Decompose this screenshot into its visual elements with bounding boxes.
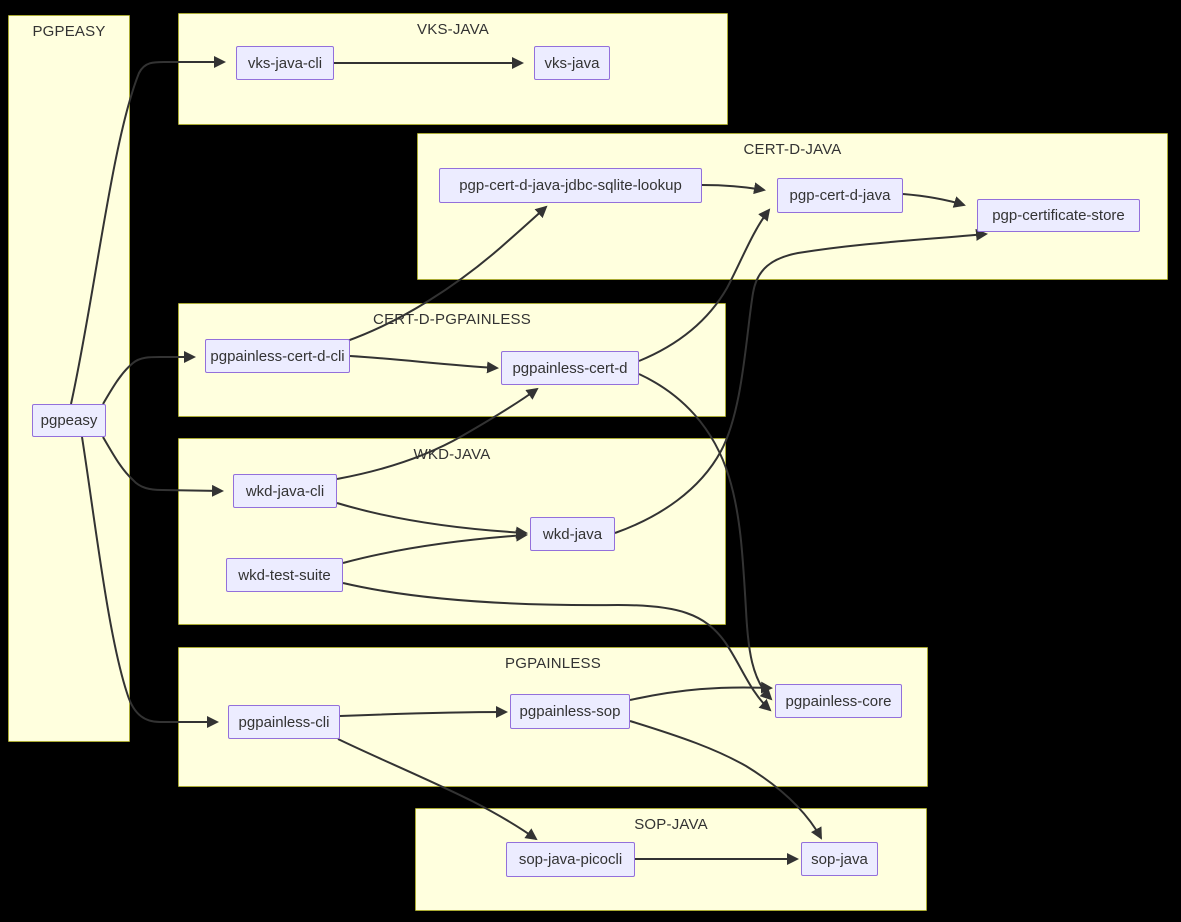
node-pgpeasy: pgpeasy [32, 404, 106, 437]
cluster-sop-java-title: SOP-JAVA [634, 816, 708, 833]
cluster-wkd-java-title: WKD-JAVA [413, 446, 491, 463]
cluster-cert-d-pgpainless-title: CERT-D-PGPAINLESS [373, 311, 531, 328]
cluster-pgpeasy: PGPEASY [8, 15, 130, 742]
node-pgpainless-core: pgpainless-core [775, 684, 902, 718]
node-sop-java-picocli: sop-java-picocli [506, 842, 635, 877]
node-pgpainless-cli: pgpainless-cli [228, 705, 340, 739]
node-pgp-cert-d-java-jdbc-sqlite-lookup: pgp-cert-d-java-jdbc-sqlite-lookup [439, 168, 702, 203]
node-pgpainless-sop: pgpainless-sop [510, 694, 630, 729]
cluster-wkd-java: WKD-JAVA [178, 438, 726, 625]
node-wkd-test-suite: wkd-test-suite [226, 558, 343, 592]
node-pgp-cert-d-java: pgp-cert-d-java [777, 178, 903, 213]
cluster-cert-d-java-title: CERT-D-JAVA [743, 141, 842, 158]
node-pgp-certificate-store: pgp-certificate-store [977, 199, 1140, 232]
node-pgpainless-cert-d-cli: pgpainless-cert-d-cli [205, 339, 350, 373]
node-sop-java: sop-java [801, 842, 878, 876]
cluster-pgpainless-title: PGPAINLESS [505, 655, 601, 672]
node-vks-java-cli: vks-java-cli [236, 46, 334, 80]
cluster-pgpeasy-title: PGPEASY [32, 23, 106, 40]
cluster-vks-java-title: VKS-JAVA [417, 21, 489, 38]
node-pgpainless-cert-d: pgpainless-cert-d [501, 351, 639, 385]
node-vks-java: vks-java [534, 46, 610, 80]
node-wkd-java-cli: wkd-java-cli [233, 474, 337, 508]
node-wkd-java: wkd-java [530, 517, 615, 551]
